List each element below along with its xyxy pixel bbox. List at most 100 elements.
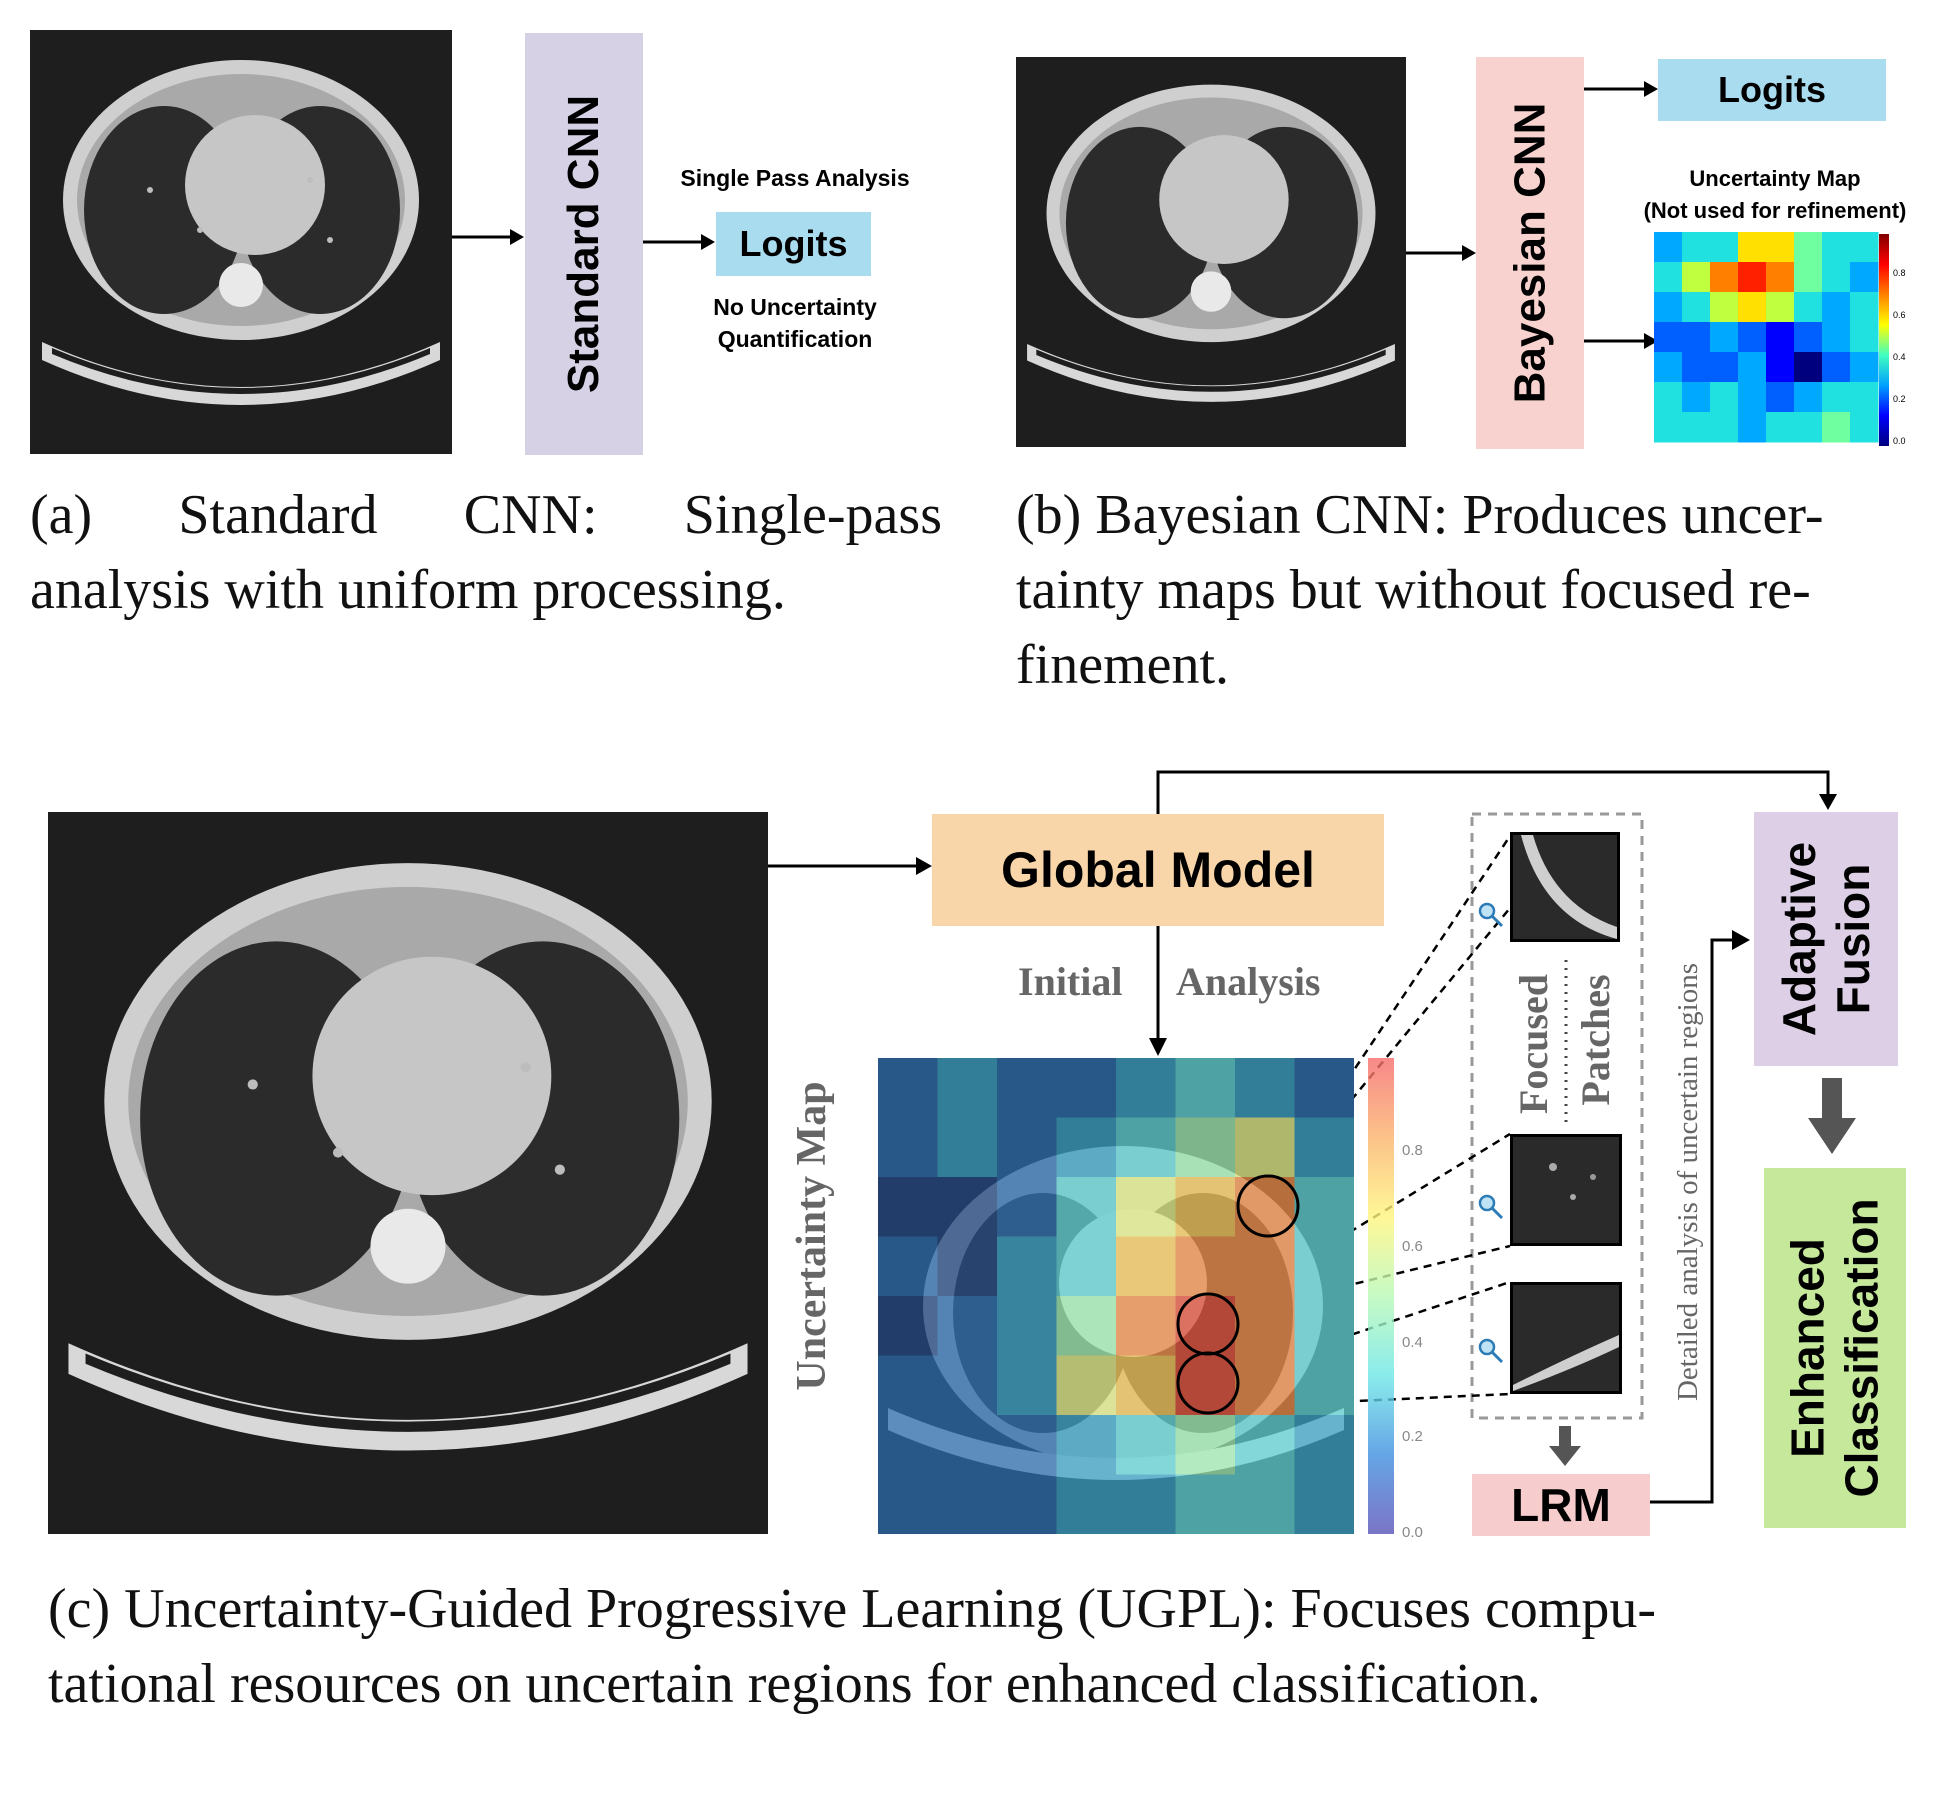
heatmap-cell (1056, 1296, 1117, 1356)
heatmap-cell (997, 1117, 1057, 1178)
heatmap-cell (1056, 1117, 1117, 1178)
arrow-b-1 (1406, 245, 1476, 261)
heatmap-cell (1654, 382, 1683, 413)
heatmap-cell (1850, 292, 1879, 323)
heatmap-cell (1056, 1415, 1117, 1475)
heatmap-cell (1235, 1415, 1295, 1475)
heatmap-cell (1654, 412, 1683, 443)
uncertainty-map-overlay (878, 1058, 1355, 1535)
heatmap-cell (1175, 1058, 1236, 1118)
ct-scan-drawing (30, 30, 452, 454)
heatmap-cell (878, 1415, 938, 1475)
heatmap-cell (937, 1236, 998, 1297)
heatmap-cell (1654, 232, 1683, 263)
colorbar-c-tick: 0.2 (1402, 1428, 1423, 1445)
heatmap-cell (1794, 232, 1823, 263)
heatmap-cell (1175, 1236, 1236, 1297)
heatmap-cell (1294, 1236, 1355, 1297)
initial-label: Initial (1018, 959, 1123, 1004)
patches-label-text: Patches (1573, 974, 1618, 1106)
caption-b-line1: (b) Bayesian CNN: Produces uncer- (1016, 484, 1824, 546)
caption-a-line1: (a) Standard CNN: Single-pass (30, 484, 942, 546)
heatmap-cell (1766, 352, 1795, 383)
heatmap-cell (1175, 1177, 1236, 1237)
heatmap-cell (937, 1355, 998, 1416)
heatmap-cell (1116, 1355, 1176, 1416)
heatmap-cell (1056, 1355, 1117, 1416)
uncertainty-heatmap-c (878, 1058, 1355, 1535)
heatmap-cell (1654, 292, 1683, 323)
patch-3 (1510, 1282, 1622, 1394)
arrow-a-1 (452, 229, 524, 245)
heatmap-cell (1822, 262, 1851, 293)
heatmap-cell (878, 1177, 938, 1237)
magnifier-icon (1478, 902, 1504, 928)
heatmap-cell (1850, 262, 1879, 293)
focused-label-text: Focused (1511, 974, 1556, 1114)
logits-box-a: Logits (716, 212, 871, 276)
heatmap-cell (1738, 322, 1767, 353)
heatmap-cell (1766, 382, 1795, 413)
heatmap-cell (997, 1236, 1057, 1297)
heatmap-cell (1794, 412, 1823, 443)
heatmap-cell (878, 1236, 938, 1297)
enhanced-line2: Classification (1836, 1198, 1888, 1498)
uncertainty-map-title-b-line1: Uncertainty Map (1689, 166, 1861, 191)
heatmap-cell (1822, 292, 1851, 323)
heatmap-cell (1294, 1474, 1355, 1535)
arrow-b-map (1584, 333, 1658, 349)
heatmap-cell (878, 1296, 938, 1356)
colorbar-c (1368, 1058, 1394, 1534)
heatmap-cell (1116, 1177, 1176, 1237)
heatmap-cell (937, 1117, 998, 1178)
colorbar-c-tick: 0.0 (1402, 1524, 1423, 1541)
heatmap-cell (1116, 1415, 1176, 1475)
heatmap-cell (1766, 292, 1795, 323)
heatmap-cell (1822, 382, 1851, 413)
heatmap-cell (878, 1355, 938, 1416)
heatmap-cell (1116, 1474, 1176, 1535)
colorbar-c-tick: 0.6 (1402, 1238, 1423, 1255)
heatmap-cell (1116, 1058, 1176, 1118)
heatmap-cell (1710, 262, 1739, 293)
heatmap-cell (1822, 352, 1851, 383)
heatmap-cell (1654, 322, 1683, 353)
no-uncertainty-annotation-line1: No Uncertainty (713, 294, 877, 320)
heatmap-cell (1682, 232, 1711, 263)
caption-a-line2: analysis with uniform processing. (30, 559, 786, 621)
heatmap-cell (997, 1058, 1057, 1118)
heatmap-cell (1294, 1117, 1355, 1178)
colorbar-c-tick: 0.4 (1402, 1334, 1423, 1351)
fusion-line2: Fusion (1827, 863, 1880, 1015)
uncertainty-heatmap-b (1654, 232, 1879, 443)
colorbar-b-ticks: 0.8 0.6 0.4 0.2 0.0 (1893, 234, 1923, 446)
heatmap-cell (1710, 322, 1739, 353)
heatmap-cell (1235, 1236, 1295, 1297)
uncertainty-map-label-text: Uncertainty Map (789, 1081, 835, 1391)
heatmap-cell (1056, 1236, 1117, 1297)
heatmap-cell (1056, 1474, 1117, 1535)
heatmap-cell (1294, 1177, 1355, 1237)
focused-label: Focused (1511, 944, 1557, 1144)
heatmap-cell (878, 1474, 938, 1535)
heatmap-cell (937, 1474, 998, 1535)
heatmap-cell (997, 1296, 1057, 1356)
heatmap-cell (997, 1474, 1057, 1535)
heatmap-cell (1235, 1296, 1295, 1356)
heatmap-cell (1056, 1058, 1117, 1118)
heatmap-cell (1654, 352, 1683, 383)
magnifier-icon (1478, 1194, 1504, 1220)
heatmap-cell (1235, 1058, 1295, 1118)
heatmap-cell (1682, 262, 1711, 293)
heatmap-cell (1235, 1474, 1295, 1535)
heatmap-cell (1175, 1474, 1236, 1535)
heatmap-cell (937, 1177, 998, 1237)
lrm-box: LRM (1472, 1474, 1650, 1536)
heatmap-cell (997, 1355, 1057, 1416)
heatmap-cell (1766, 232, 1795, 263)
ct-scan-drawing (48, 812, 768, 1534)
colorbar-b-tick: 0.2 (1893, 394, 1906, 404)
heatmap-cell (1710, 352, 1739, 383)
heatmap-cell (937, 1415, 998, 1475)
